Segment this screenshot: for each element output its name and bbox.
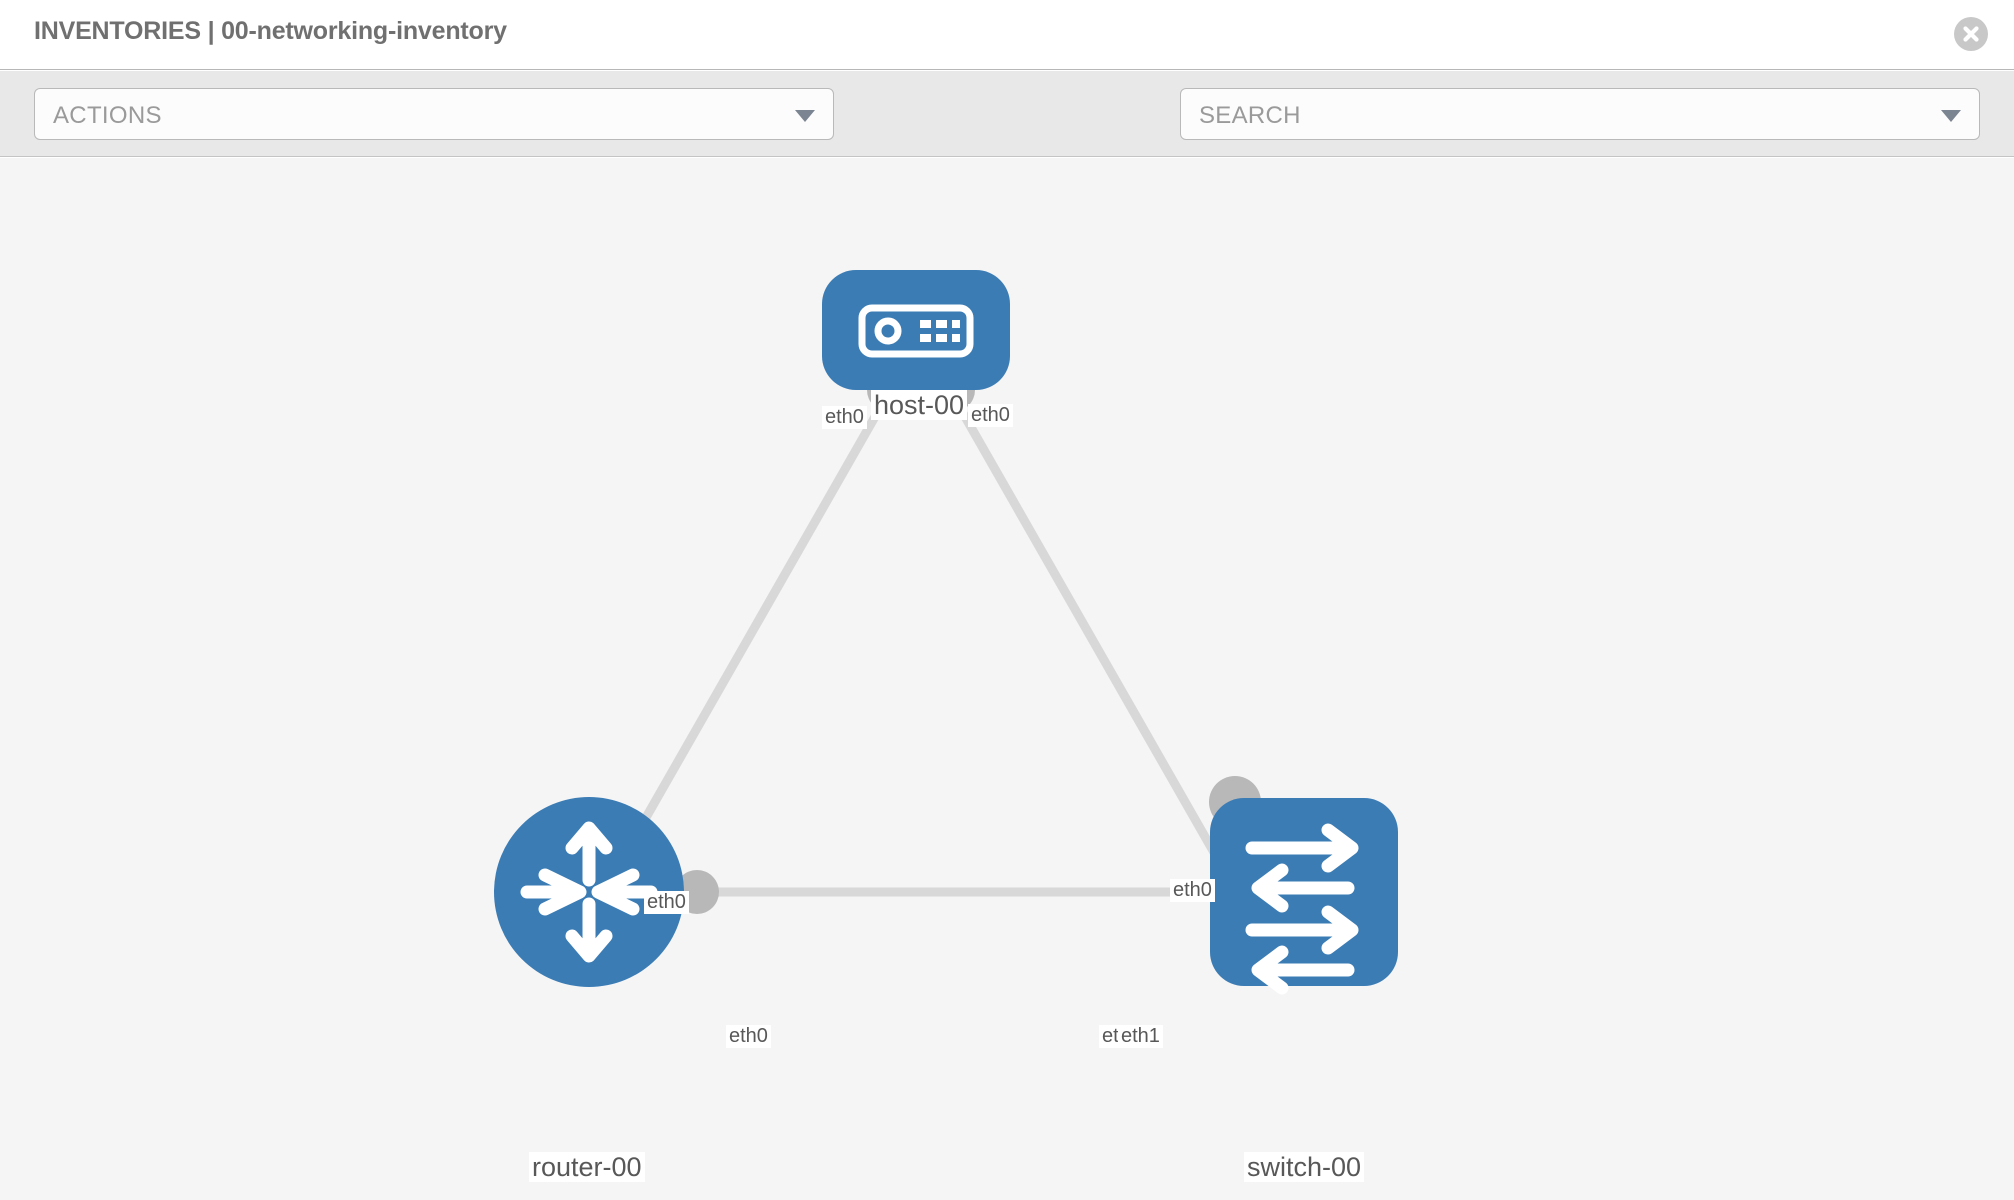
node-label-router-00: router-00	[529, 1152, 645, 1183]
chevron-down-icon[interactable]	[1941, 110, 1961, 122]
search-input[interactable]: SEARCH	[1180, 88, 1980, 140]
actions-dropdown-label: ACTIONS	[53, 102, 162, 129]
node-switch-00[interactable]	[1210, 798, 1398, 995]
topology-canvas[interactable]: eth0 host-00 eth0 eth0 eth0 eth0 eth0 et…	[0, 158, 2014, 1200]
toolbar: ACTIONS SEARCH	[0, 71, 2014, 199]
node-label-switch-00: switch-00	[1244, 1152, 1365, 1183]
edge-label-host-left: eth0	[822, 406, 867, 429]
topology-graph	[494, 270, 1398, 995]
edge-label-router-right: eth0	[726, 1025, 771, 1048]
edge-label-router-up: eth0	[644, 891, 689, 914]
link-host-router	[596, 405, 884, 901]
close-icon[interactable]	[1954, 17, 1988, 51]
link-host-switch	[956, 405, 1244, 901]
edge-label-switch-left: eth1	[1118, 1025, 1163, 1048]
topology-ports	[675, 368, 1261, 914]
page-title: INVENTORIES | 00-networking-inventory	[34, 17, 507, 45]
chevron-down-icon	[795, 110, 815, 122]
topology-links	[596, 405, 1250, 901]
search-placeholder: SEARCH	[1199, 102, 1301, 129]
actions-dropdown[interactable]: ACTIONS	[34, 88, 834, 140]
node-label-host-00: host-00	[871, 390, 968, 421]
node-host-00[interactable]	[822, 270, 1010, 390]
node-router-00[interactable]	[494, 797, 684, 987]
edge-label-host-right: eth0	[968, 404, 1013, 427]
edge-label-switch-up: eth0	[1170, 879, 1215, 902]
page-header: INVENTORIES | 00-networking-inventory	[0, 0, 2014, 70]
